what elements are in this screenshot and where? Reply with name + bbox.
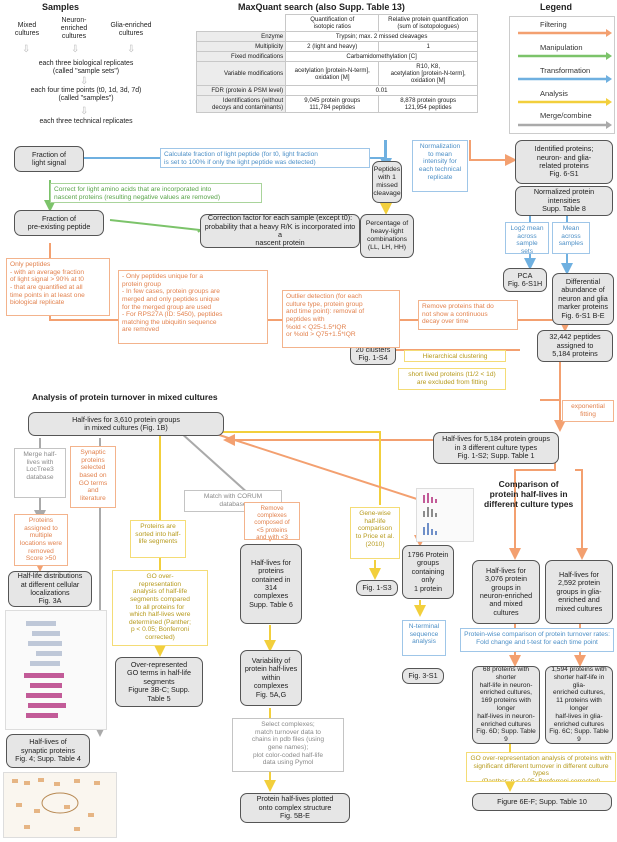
figure-6ef-box: Figure 6E-F; Supp. Table 10 <box>472 793 612 811</box>
distribution-thumbnail <box>5 610 107 730</box>
log2mean-annotation: Log2 mean across sample sets <box>505 222 549 254</box>
shorter-neuron-box: 68 proteins with shorter half-life in ne… <box>472 666 540 744</box>
select-complexes-annotation: Select complexes; match turnover data to… <box>232 718 344 772</box>
maxquant-cell: acetylation [protein-N-term], oxidation … <box>285 61 380 86</box>
normalized-intensities-box: Normalized protein intensities Supp. Tab… <box>515 186 613 216</box>
protein-groups-1796-box: 1796 Protein groups containing only 1 pr… <box>402 545 454 599</box>
down-arrow-icon: ⇩ <box>71 44 80 55</box>
legend-label-manipulation: Manipulation <box>540 43 583 52</box>
maxquant-cell: R10, K8, acetylation [protein-N-term], o… <box>378 61 478 86</box>
neuron-cultures-label: Neuron- enriched cultures <box>60 17 88 40</box>
down-arrow-icon: ⇩ <box>80 76 89 87</box>
halflives-synaptic-box: Half-lives of synaptic proteins Fig. 4; … <box>6 734 90 768</box>
peptides-32442-box: 32,442 peptides assigned to 5,184 protei… <box>537 330 613 362</box>
remove-continuous-annotation: Remove proteins that do not show a conti… <box>418 300 518 330</box>
hierarchical-annotation: Hierarchical clustering <box>404 350 506 362</box>
maxquant-title: MaxQuant search (also Supp. Table 13) <box>238 2 405 12</box>
only-peptides-annotation: Only peptides - with an average fraction… <box>6 258 110 316</box>
comparison-heading: Comparison of protein half-lives in diff… <box>484 479 574 509</box>
maxquant-table: Quantification of isotopic ratios Relati… <box>195 14 478 113</box>
assigned-multiple-annotation: Proteins assigned to multiple locations … <box>14 514 68 566</box>
fraction-light-box: Fraction of light signal <box>14 146 84 172</box>
fig-1s3-box: Fig. 1-S3 <box>356 580 398 596</box>
percentage-heavy-box: Percentage of heavy-light combinations (… <box>360 214 414 258</box>
glia-cultures-label: Glia-enriched cultures <box>110 22 152 37</box>
only-unique-annotation: - Only peptides unique for a protein gro… <box>118 270 268 344</box>
maxquant-cell: 2 (light and heavy) <box>285 41 380 52</box>
go-sig-annotation: GO over-representation analysis of prote… <box>466 752 616 782</box>
calc-fraction-annotation: Calculate fraction of light peptide (for… <box>160 148 370 168</box>
remove-complexes-annotation: Remove complexes composed of <5 proteins… <box>244 502 300 540</box>
maxquant-col2-header: Relative protein quantification (sum of … <box>378 14 478 32</box>
fig-3s1-box: Fig. 3-S1 <box>402 668 444 684</box>
legend-box: Filtering Manipulation Transformation An… <box>509 16 615 134</box>
halflives-2592-box: Half-lives for 2,592 protein groups in g… <box>545 560 613 624</box>
differential-box: Differential abundance of neuron and gli… <box>552 273 614 325</box>
synaptic-selected-annotation: Synaptic proteins selected based on GO t… <box>70 446 116 508</box>
maxquant-row-label: Fixed modifications <box>195 51 287 62</box>
legend-label-merge: Merge/combine <box>540 111 592 120</box>
variability-box: Variability of protein half-lives within… <box>240 650 302 706</box>
samples-title: Samples <box>42 2 80 12</box>
mean-samples-annotation: Mean across samples <box>552 222 590 254</box>
down-arrow-icon: ⇩ <box>22 44 31 55</box>
normalization-annotation: Normalization to mean intensity for each… <box>412 140 468 192</box>
legend-label-analysis: Analysis <box>540 89 568 98</box>
mixed-cultures-label: Mixed cultures <box>14 22 40 37</box>
legend-label-transformation: Transformation <box>540 66 591 75</box>
sample-step-timepoints: each four time points (t0, 1d, 3d, 7d) (… <box>30 87 142 102</box>
fraction-preexisting-box: Fraction of pre-existing peptide <box>14 210 104 236</box>
legend-title: Legend <box>540 2 573 12</box>
sorted-segments-annotation: Proteins are sorted into half- life segm… <box>130 520 186 558</box>
maxquant-row-label: Multiplicity <box>195 41 287 52</box>
maxquant-row-label: Enzyme <box>195 31 287 42</box>
match-corum-annotation: Match with CORUM database <box>184 490 282 512</box>
pca-box: PCA Fig. 6-S1H <box>503 268 547 292</box>
turnover-heading: Analysis of protein turnover in mixed cu… <box>32 392 218 402</box>
complex-structure-box: Protein half-lives plotted onto complex … <box>240 793 350 823</box>
maxquant-row-label: Identifications (without decoys and cont… <box>195 95 287 113</box>
shorter-glia-box: 1,594 proteins with shorter half-life in… <box>545 666 613 744</box>
peptides-missed-box: Peptides with 1 missed cleavage <box>372 161 402 203</box>
exp-fitting-annotation: exponential fitting <box>562 400 614 422</box>
genewise-annotation: Gene-wise half-life comparison to Price … <box>350 507 400 559</box>
legend-arrows <box>518 29 612 129</box>
halflives-complexes-box: Half-lives for proteins contained in 314… <box>240 544 302 624</box>
halflife-distributions-box: Half-life distributions at different cel… <box>8 571 92 607</box>
proteinwise-annotation: Protein-wise comparison of protein turno… <box>460 628 614 652</box>
nterminal-annotation: N-terminal sequence analysis <box>402 620 446 656</box>
halflives-5184-box: Half-lives for 5,184 protein groups in 3… <box>433 432 559 464</box>
over-represented-box: Over-represented GO terms in half-life s… <box>115 657 203 707</box>
synaptic-thumbnail <box>3 772 117 838</box>
maxquant-cell: Trypsin; max. 2 missed cleavages <box>285 31 478 42</box>
maxquant-cell: 8,878 protein groups 121,954 peptides <box>378 95 478 113</box>
go-over-annotation: GO over- representation analysis of half… <box>112 570 208 646</box>
correction-factor-box: Correction factor for each sample (excep… <box>200 214 360 248</box>
maxquant-col1-header: Quantification of isotopic ratios <box>285 14 380 32</box>
maxquant-row-label: FDR (protein & PSM level) <box>195 85 287 96</box>
maxquant-row-label: Variable modifications <box>195 61 287 86</box>
maxquant-cell: 1 <box>378 41 478 52</box>
maxquant-cell: 0.01 <box>285 85 478 96</box>
correct-light-annotation: Correct for light amino acids that are i… <box>50 183 262 203</box>
legend-label-filtering: Filtering <box>540 20 567 29</box>
identified-proteins-box: Identified proteins; neuron- and glia- r… <box>515 140 613 184</box>
maxquant-cell: Carbamidomethylation [C] <box>285 51 478 62</box>
halflives-mixed-box: Half-lives for 3,610 protein groups in m… <box>28 412 224 436</box>
outlier-annotation: Outlier detection (for each culture type… <box>282 290 400 348</box>
sample-step-technical: each three technical replicates <box>39 118 133 125</box>
merge-loctree-annotation: Merge half- lives with LocTree3 database <box>14 448 66 498</box>
halflives-3076-box: Half-lives for 3,076 protein groups in n… <box>472 560 540 624</box>
sample-step-replicates: each three biological replicates (called… <box>38 60 134 75</box>
down-arrow-icon: ⇩ <box>80 106 89 117</box>
maxquant-cell: 9,045 protein groups 111,784 peptides <box>285 95 380 113</box>
short-lived-annotation: short lived proteins (t1/2 < 1d) are exc… <box>398 368 506 390</box>
down-arrow-icon: ⇩ <box>127 44 136 55</box>
comparison-thumbnail <box>416 488 474 542</box>
